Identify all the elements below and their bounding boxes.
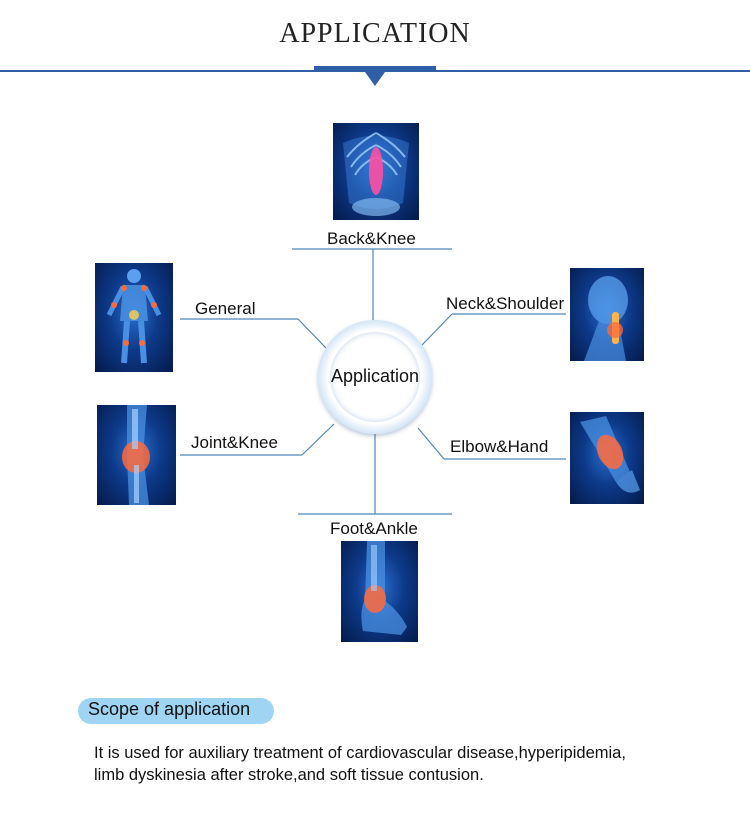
- connector-general-d: [297, 318, 327, 349]
- knee-image: [97, 405, 176, 505]
- connector-elbow-d: [417, 427, 445, 460]
- spine-image: [333, 123, 419, 220]
- label-foot-ankle: Foot&Ankle: [330, 519, 418, 538]
- scope-description-line-2: limb dyskinesia after stroke,and soft ti…: [94, 766, 484, 784]
- label-general: General: [195, 299, 256, 318]
- scope-heading-pill: [78, 698, 274, 724]
- connector-neck-d: [421, 313, 453, 346]
- label-back-knee: Back&Knee: [327, 229, 416, 248]
- elbow-image: [570, 412, 644, 504]
- scope-description: It is used for auxiliary treatment of ca…: [94, 742, 734, 786]
- page-title: APPLICATION: [279, 18, 471, 49]
- scope-description-line-1: It is used for auxiliary treatment of ca…: [94, 744, 626, 762]
- neck-image: [570, 268, 644, 361]
- application-hub: [318, 320, 432, 434]
- hub-label: Application: [330, 366, 420, 386]
- header-down-arrow-icon: [365, 72, 385, 86]
- foot-image: [341, 541, 418, 642]
- header-accent-bar: [314, 66, 436, 72]
- full-body-image: [95, 263, 173, 372]
- scope-heading: Scope of application: [88, 699, 251, 719]
- label-joint-knee: Joint&Knee: [191, 433, 278, 452]
- label-elbow-hand: Elbow&Hand: [450, 437, 549, 456]
- connector-joint-d: [301, 423, 335, 456]
- label-neck-shoulder: Neck&Shoulder: [446, 294, 565, 313]
